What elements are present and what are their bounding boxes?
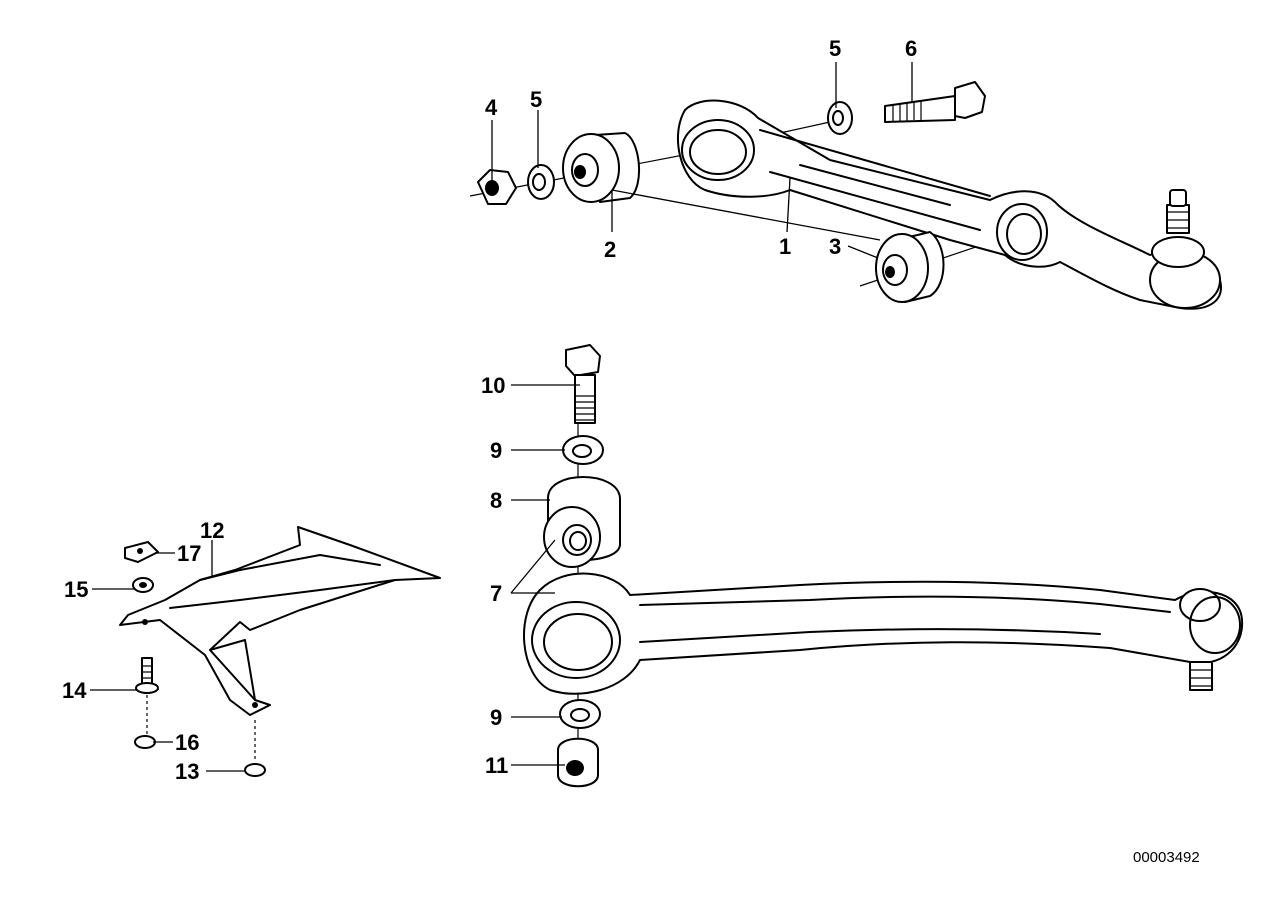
callout-3: 3 — [829, 234, 841, 259]
callout-7: 7 — [490, 581, 502, 606]
screw-13 — [244, 720, 266, 777]
washer-5-right — [827, 101, 853, 135]
leader-lines — [90, 62, 913, 772]
bolt-10 — [565, 344, 601, 424]
control-arm-1 — [677, 99, 1222, 310]
nut-15 — [132, 577, 154, 593]
callout-4: 4 — [485, 95, 498, 120]
callout-17: 17 — [177, 541, 201, 566]
lower-control-arm-assembly — [523, 344, 1244, 788]
callout-13: 13 — [175, 759, 199, 784]
washer-9-upper — [562, 435, 604, 465]
callout-16: 16 — [175, 730, 199, 755]
washer-5-left — [527, 164, 555, 200]
callout-6: 6 — [905, 36, 917, 61]
washer-16 — [134, 735, 156, 749]
upper-control-arm-assembly — [469, 81, 1222, 310]
callout-9-lower: 9 — [490, 705, 502, 730]
bracket-assembly — [119, 526, 441, 777]
callout-14: 14 — [62, 678, 87, 703]
document-number: 00003492 — [1133, 849, 1200, 866]
washer-9-lower — [559, 699, 601, 729]
callout-2: 2 — [604, 237, 616, 262]
callout-11: 11 — [485, 753, 508, 778]
nut-4 — [477, 169, 517, 205]
screw-14 — [135, 657, 159, 735]
callout-labels: 1 2 3 4 5 5 6 10 9 8 7 9 11 12 17 15 14 … — [62, 36, 917, 784]
bushing-3 — [875, 231, 945, 303]
bolt-6 — [884, 81, 986, 123]
callout-12: 12 — [200, 518, 224, 543]
callout-9-upper: 9 — [490, 438, 502, 463]
callout-5-left: 5 — [530, 87, 542, 112]
callout-10: 10 — [481, 373, 505, 398]
control-arm-7 — [523, 572, 1244, 695]
callout-15: 15 — [64, 577, 88, 602]
bracket-12 — [119, 526, 441, 716]
callout-5-right: 5 — [829, 36, 841, 61]
bushing-2 — [562, 132, 641, 203]
callout-8: 8 — [490, 488, 502, 513]
clip-nut-17 — [124, 541, 159, 563]
callout-1: 1 — [779, 234, 791, 259]
nut-11 — [557, 737, 599, 788]
bushing-8 — [543, 476, 621, 568]
